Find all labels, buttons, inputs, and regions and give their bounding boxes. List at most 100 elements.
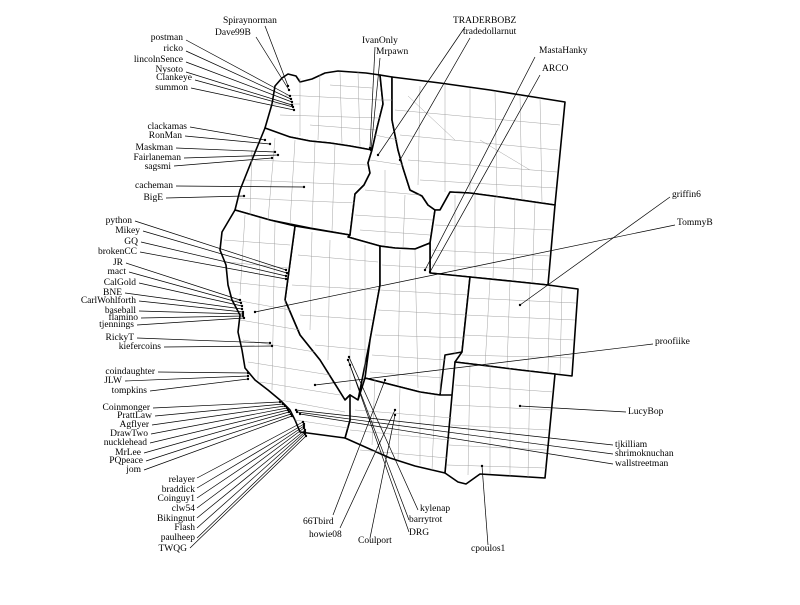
label-bne: BNE (103, 288, 122, 298)
leader-line-bikingnut (196, 429, 306, 519)
location-marker-rickyt (268, 341, 272, 345)
label-twqg: TWQG (159, 544, 188, 554)
state-utah (364, 242, 471, 396)
label-66tbird: 66Tbird (303, 517, 334, 527)
leader-line-agflyer (151, 405, 286, 426)
location-marker-arco (428, 270, 432, 274)
leader-line-sagsmi (173, 157, 273, 167)
leader-line-fairlaneman (183, 154, 279, 159)
leader-line-mrpawn (370, 57, 381, 151)
label-nucklehead: nucklehead (104, 438, 148, 448)
label-carlwohlforth: CarlWohlforth (81, 295, 136, 306)
label-bige: BigE (143, 193, 163, 203)
leader-line-griffin6 (519, 196, 671, 306)
location-marker-flamino (241, 314, 245, 318)
leader-line-bne (124, 292, 243, 310)
leader-line-lucybop (519, 405, 627, 413)
label-mikey: Mikey (115, 226, 140, 236)
leader-line-flamino (140, 315, 244, 319)
label-drg: DRG (409, 528, 429, 538)
leader-line-nucklehead (149, 409, 289, 444)
location-marker-kylenap (347, 355, 351, 359)
location-marker-drawtwo (285, 406, 289, 410)
location-marker-carlwohlforth (241, 310, 245, 314)
label-braddick: braddick (162, 485, 195, 495)
location-marker-lincolnsence (290, 100, 294, 104)
label-proofiike: proofiike (655, 336, 690, 347)
leader-line-brokencc (139, 251, 287, 280)
state-colorado (454, 276, 579, 377)
callout-leader-lines (124, 25, 676, 549)
location-marker-nucklehead (286, 408, 290, 412)
label-tommyb: TommyB (677, 218, 713, 228)
label-prattlaw: PrattLaw (117, 411, 152, 421)
label-jom: jom (125, 465, 141, 475)
leader-line-proofiike (314, 343, 654, 386)
location-marker-bne (240, 307, 244, 311)
label-kylenap: kylenap (420, 504, 450, 514)
leader-line-wallstreetman (299, 413, 614, 465)
label-bikingnut: Bikingnut (157, 514, 195, 524)
location-marker-coinmonger (278, 400, 282, 404)
leader-line-spiraynorman (264, 25, 289, 87)
location-marker-howie08 (393, 408, 397, 412)
location-marker-tompkins (246, 377, 250, 381)
label-spiraynorman: Spiraynorman (223, 16, 277, 26)
label-coinmonger: Coinmonger (103, 403, 151, 413)
location-marker-clackamas (263, 138, 267, 142)
leader-line-mrlee (143, 411, 290, 454)
label-maskman: Maskman (136, 143, 174, 153)
location-marker-proofiike (313, 383, 317, 387)
location-marker-nysoto (290, 103, 294, 107)
leader-line-clackamas (189, 126, 266, 141)
location-marker-cpoulos1 (480, 464, 484, 468)
leader-line-cpoulos1 (481, 465, 489, 546)
leader-line-braddick (196, 423, 305, 489)
location-marker-kiefercoins (270, 344, 274, 348)
leader-line-prattlaw (154, 403, 284, 417)
leader-line-ivanonly (369, 46, 376, 149)
label-clackamas: clackamas (147, 122, 187, 132)
leader-line-coindaughter (157, 371, 249, 374)
leader-line-jlw (124, 375, 249, 382)
leader-line-gq (140, 241, 287, 277)
label-gq: GQ (124, 237, 138, 247)
leader-line-ronman (184, 135, 271, 145)
leader-line-flash (196, 431, 306, 529)
leader-line-twqg (189, 435, 307, 549)
location-marker-mikey (285, 271, 289, 275)
leader-line-carlwohlforth (138, 300, 244, 313)
leader-line-cacheman (175, 185, 305, 188)
leader-line-calgold (138, 282, 243, 307)
location-marker-prattlaw (281, 402, 285, 406)
label-baseball: baseball (105, 306, 136, 316)
location-marker-calgold (240, 304, 244, 308)
location-marker-relayer (301, 420, 305, 424)
location-marker-spiraynorman (286, 84, 290, 88)
location-marker-gq (284, 274, 288, 278)
label-tradedollarnut: tradedollarnut (463, 27, 517, 37)
location-marker-mrpawn (369, 148, 373, 152)
location-marker-drg (348, 363, 352, 367)
label-brokencc: brokenCC (98, 247, 137, 257)
label-paulheep: paulheep (161, 533, 196, 543)
label-clw54: clw54 (172, 504, 195, 514)
leader-line-pqpeace (145, 413, 292, 462)
leader-line-66tbird (332, 379, 386, 516)
leader-line-paulheep (196, 433, 306, 539)
label-mrpawn: Mrpawn (376, 47, 408, 57)
label-summon: summon (155, 83, 188, 93)
leader-line-tradedollarnut (399, 37, 471, 161)
leader-line-drawtwo (150, 407, 288, 435)
location-marker-dave99b (287, 88, 291, 92)
location-marker-ricko (289, 97, 293, 101)
label-calgold: CalGold (104, 278, 136, 288)
location-marker-flash (303, 430, 307, 434)
location-marker-ronman (268, 142, 272, 146)
label-griffin6: griffin6 (672, 189, 701, 200)
label-jr: JR (113, 258, 124, 268)
leader-line-nysoto (185, 71, 293, 106)
location-marker-baseball (241, 312, 245, 316)
location-marker-braddick (302, 422, 306, 426)
location-marker-66tbird (383, 378, 387, 382)
